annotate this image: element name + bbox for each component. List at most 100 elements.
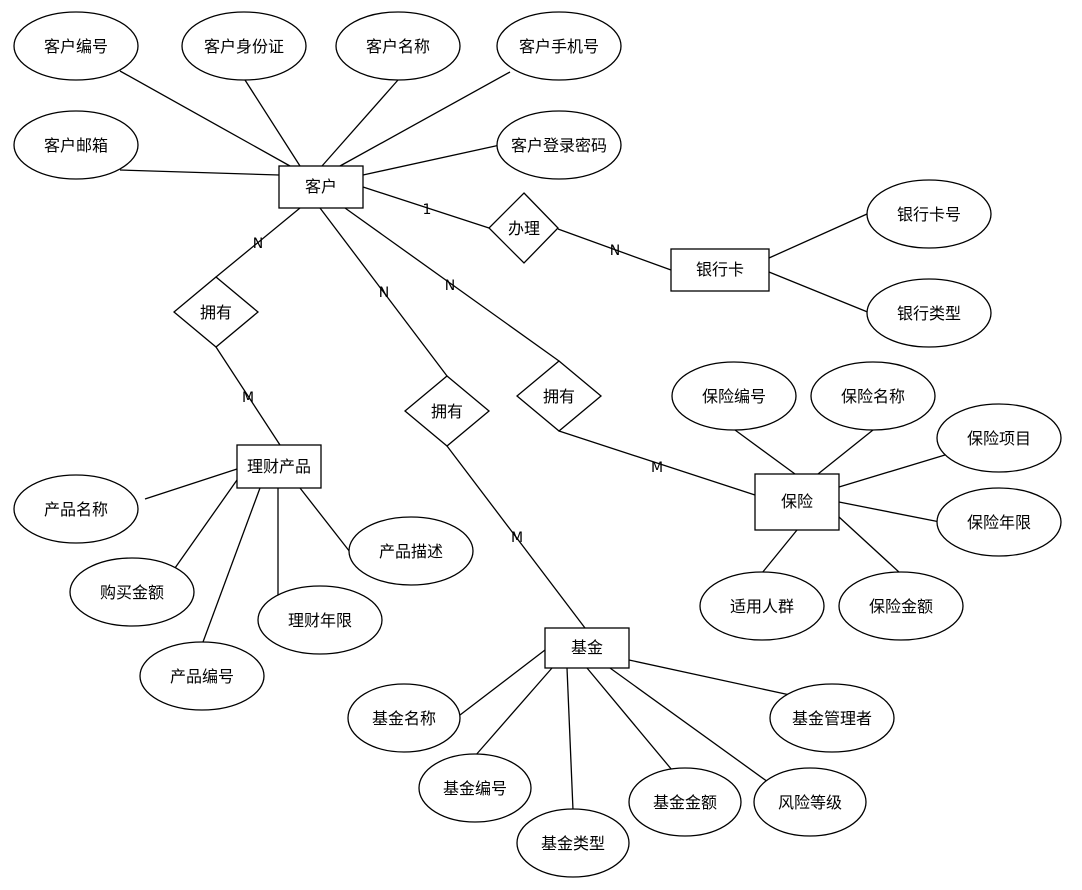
edge-customer-phone [339, 71, 511, 167]
relationship-own-fund-label: 拥有 [431, 402, 463, 421]
edge-fund-id [474, 667, 553, 757]
attribute-ins-name: 保险名称 [810, 361, 936, 431]
attribute-ins-item-label: 保险项目 [967, 429, 1031, 448]
edge-fund-name [459, 649, 546, 716]
cardinality-own-fund-fund: M [511, 530, 523, 546]
attribute-customer-name: 客户名称 [335, 11, 461, 81]
attribute-wealth-term-label: 理财年限 [288, 611, 352, 630]
attribute-ins-amount: 保险金额 [838, 571, 964, 641]
cardinality-own-ins-insurance: M [651, 460, 663, 476]
attribute-risk-level-label: 风险等级 [778, 793, 842, 812]
relationship-own-fund: 拥有 [403, 375, 491, 447]
attribute-customer-email: 客户邮箱 [13, 110, 139, 180]
attribute-ins-id: 保险编号 [671, 361, 797, 431]
edge-customer-id [119, 70, 291, 167]
cardinality-customer-own-ins: N [445, 278, 455, 294]
entity-fund: 基金 [544, 627, 630, 669]
edge-ins-item [838, 454, 946, 488]
edge-own-fund-fund [446, 445, 586, 629]
entity-customer-label: 客户 [305, 177, 337, 196]
edge-card-type [768, 271, 871, 314]
edge-customer-name [321, 79, 399, 167]
entity-bank-card: 银行卡 [670, 248, 770, 292]
attribute-customer-password-label: 客户登录密码 [511, 136, 607, 155]
attribute-card-number: 银行卡号 [866, 179, 992, 249]
attribute-customer-password: 客户登录密码 [496, 110, 622, 180]
attribute-product-desc: 产品描述 [348, 516, 474, 586]
relationship-handle-label: 办理 [508, 219, 540, 238]
attribute-product-name-label: 产品名称 [44, 500, 108, 519]
cardinality-customer-own-wealth: N [253, 236, 263, 252]
attribute-customer-id: 客户编号 [13, 11, 139, 81]
edge-ins-name [817, 429, 874, 475]
entity-insurance-label: 保险 [781, 492, 813, 511]
attribute-target-group-label: 适用人群 [730, 597, 794, 616]
relationship-own-wealth-label: 拥有 [200, 303, 232, 322]
attribute-ins-name-label: 保险名称 [841, 387, 905, 406]
attribute-customer-email-label: 客户邮箱 [44, 136, 108, 155]
attribute-ins-item: 保险项目 [936, 403, 1062, 473]
attribute-fund-type: 基金类型 [516, 808, 630, 878]
edge-product-id [202, 487, 261, 643]
edge-customer-password [362, 144, 501, 176]
attribute-card-type: 银行类型 [866, 278, 992, 348]
entity-fund-label: 基金 [571, 638, 603, 657]
attribute-fund-name: 基金名称 [347, 683, 461, 753]
edge-target-group [761, 529, 798, 574]
attribute-wealth-term: 理财年限 [257, 585, 383, 655]
cardinality-customer-handle: 1 [423, 202, 432, 218]
edge-product-desc [299, 487, 351, 553]
attribute-ins-amount-label: 保险金额 [869, 597, 933, 616]
attribute-ins-id-label: 保险编号 [702, 387, 766, 406]
attribute-purchase-amount: 购买金额 [69, 557, 195, 627]
entity-bank-card-label: 银行卡 [696, 260, 744, 279]
attribute-product-desc-label: 产品描述 [379, 542, 443, 561]
edge-ins-amount [838, 516, 901, 574]
attribute-ins-term-label: 保险年限 [967, 513, 1031, 532]
edge-card-number [768, 213, 868, 259]
edge-customer-handle [362, 186, 490, 229]
cardinality-labels: 1 N N M N M N M [242, 202, 663, 546]
attribute-fund-id-label: 基金编号 [443, 779, 507, 798]
edge-own-wealth-product [215, 346, 281, 446]
attribute-customer-idcard-label: 客户身份证 [204, 37, 284, 56]
edge-fund-manager [628, 659, 791, 696]
entity-insurance: 保险 [754, 473, 840, 531]
attribute-fund-amount: 基金金额 [628, 767, 742, 837]
cardinality-handle-card: N [610, 243, 620, 259]
attribute-risk-level: 风险等级 [753, 767, 867, 837]
cardinality-own-wealth-product: M [242, 390, 254, 406]
connection-lines [119, 70, 946, 811]
edge-customer-own-ins [344, 207, 560, 362]
relationship-handle: 办理 [488, 192, 559, 264]
attribute-fund-manager: 基金管理者 [769, 683, 895, 753]
edge-customer-own-fund [319, 207, 448, 377]
attribute-fund-id: 基金编号 [418, 753, 532, 823]
edge-risk-level [609, 667, 769, 783]
attribute-customer-name-label: 客户名称 [366, 37, 430, 56]
entity-wealth-product-label: 理财产品 [247, 457, 311, 476]
edge-ins-id [734, 429, 796, 475]
cardinality-customer-own-fund: N [379, 285, 389, 301]
edge-customer-email [119, 169, 280, 176]
entity-customer: 客户 [278, 165, 364, 209]
edge-product-name [144, 468, 238, 500]
attribute-customer-phone: 客户手机号 [496, 11, 622, 81]
relationship-own-insurance-label: 拥有 [543, 387, 575, 406]
attribute-fund-amount-label: 基金金额 [653, 793, 717, 812]
attribute-product-id: 产品编号 [139, 641, 265, 711]
entity-wealth-product: 理财产品 [236, 444, 322, 489]
relationship-own-wealth: 拥有 [172, 276, 260, 348]
edge-fund-type [566, 667, 574, 811]
edge-handle-card [557, 228, 672, 271]
attribute-customer-id-label: 客户编号 [44, 37, 108, 56]
attribute-fund-type-label: 基金类型 [541, 834, 605, 853]
attribute-customer-idcard: 客户身份证 [181, 11, 307, 81]
attribute-fund-name-label: 基金名称 [372, 709, 436, 728]
edge-own-ins-insurance [558, 430, 756, 496]
edge-fund-amount [586, 667, 673, 771]
edge-customer-idcard [244, 79, 301, 167]
attribute-ins-term: 保险年限 [936, 487, 1062, 557]
edge-ins-term [838, 501, 941, 523]
